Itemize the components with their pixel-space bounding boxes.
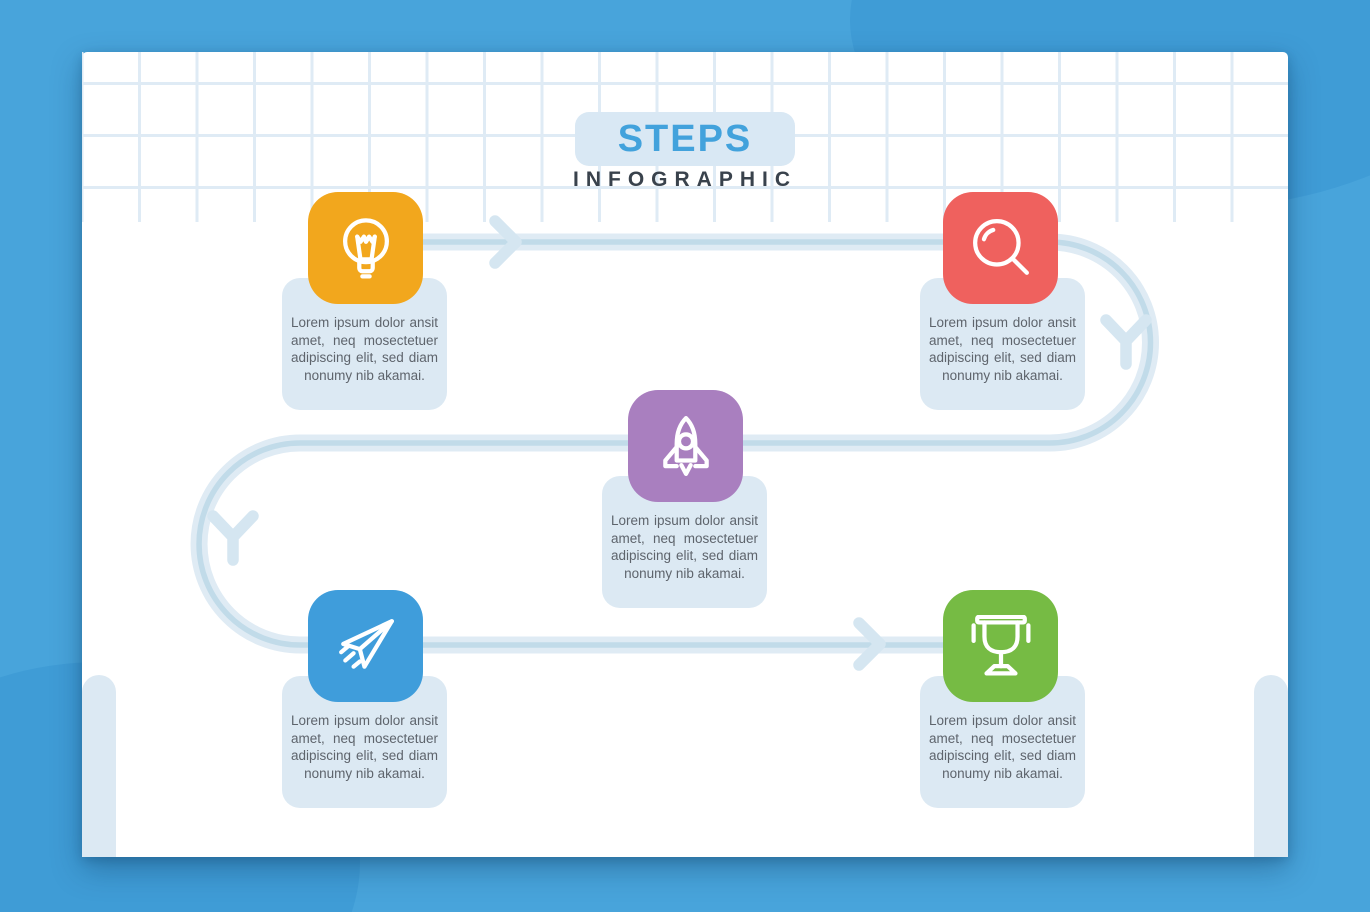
- paper-plane-icon: [338, 619, 394, 669]
- page-title: STEPS: [617, 117, 753, 160]
- step-3-text: Lorem ipsum dolor ansit amet, neq mosect…: [611, 513, 758, 581]
- step-1-tile: [308, 192, 423, 304]
- rocket-icon: [662, 415, 709, 477]
- step-2-tile: [943, 192, 1058, 304]
- page-subtitle: INFOGRAPHIC: [573, 168, 797, 191]
- step-4-tile: [308, 590, 423, 702]
- bottom-right-tab: [1254, 675, 1288, 857]
- step-4-text: Lorem ipsum dolor ansit amet, neq mosect…: [291, 713, 438, 781]
- bottom-left-tab: [82, 675, 116, 857]
- step-5-tile: [943, 590, 1058, 702]
- magnifying-glass-icon: [972, 219, 1029, 275]
- step-3-tile: [628, 390, 743, 502]
- arrow-down-icon-right-curve: [1100, 314, 1152, 370]
- arrow-right-icon-1: [489, 215, 522, 269]
- step-5-text: Lorem ipsum dolor ansit amet, neq mosect…: [929, 713, 1076, 781]
- step-2-card: Lorem ipsum dolor ansit amet, neq mosect…: [920, 278, 1085, 410]
- arrow-right-icon-2: [853, 617, 886, 671]
- title-badge: STEPS: [575, 112, 795, 166]
- trophy-icon: [970, 615, 1031, 676]
- step-1-text: Lorem ipsum dolor ansit amet, neq mosect…: [291, 315, 438, 383]
- step-2-text: Lorem ipsum dolor ansit amet, neq mosect…: [929, 315, 1076, 383]
- arrow-down-icon-left-curve: [207, 510, 259, 566]
- lightbulb-icon: [342, 218, 389, 279]
- infographic-canvas: Lorem ipsum dolor ansit amet, neq mosect…: [82, 52, 1288, 857]
